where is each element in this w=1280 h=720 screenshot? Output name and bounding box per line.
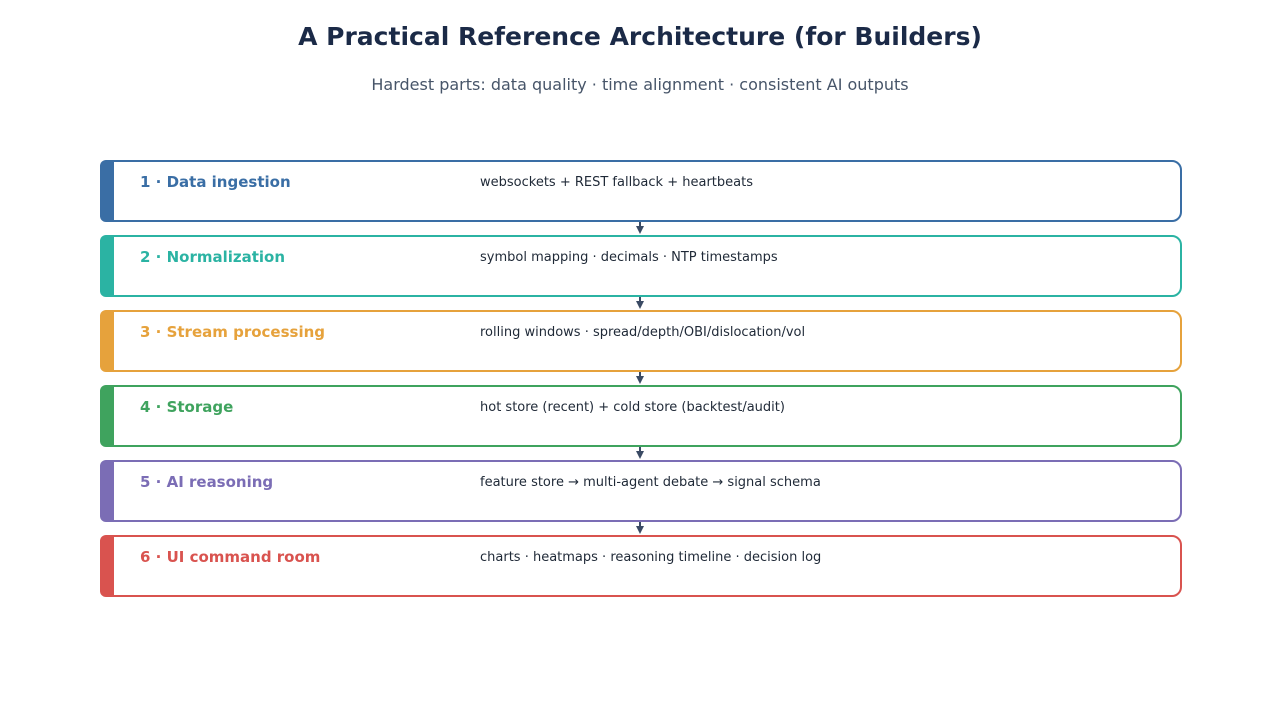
stage-description: feature store → multi-agent debate → sig… <box>480 475 821 490</box>
flow-connector <box>639 222 641 229</box>
page-title: A Practical Reference Architecture (for … <box>298 22 982 51</box>
flow-connector <box>639 297 641 304</box>
arrow-down-icon <box>636 526 644 534</box>
stage-accent-bar <box>100 310 114 372</box>
stage-accent-bar <box>100 160 114 222</box>
stage-ui-command-room: 6 · UI command room charts · heatmaps · … <box>100 535 1182 597</box>
flow-connector <box>639 372 641 379</box>
stage-storage: 4 · Storage hot store (recent) + cold st… <box>100 385 1182 447</box>
stage-description: charts · heatmaps · reasoning timeline ·… <box>480 550 822 565</box>
stage-accent-bar <box>100 385 114 447</box>
arrow-down-icon <box>636 451 644 459</box>
stage-data-ingestion: 1 · Data ingestion websockets + REST fal… <box>100 160 1182 222</box>
stage-accent-bar <box>100 235 114 297</box>
stage-label: 3 · Stream processing <box>140 323 326 341</box>
stage-label: 6 · UI command room <box>140 548 321 566</box>
stage-description: rolling windows · spread/depth/OBI/dislo… <box>480 325 806 340</box>
stage-description: websockets + REST fallback + heartbeats <box>480 175 753 190</box>
stage-label: 2 · Normalization <box>140 248 286 266</box>
stage-accent-bar <box>100 535 114 597</box>
stage-ai-reasoning: 5 · AI reasoning feature store → multi-a… <box>100 460 1182 522</box>
stage-label: 1 · Data ingestion <box>140 173 291 191</box>
arrow-down-icon <box>636 376 644 384</box>
stage-label: 4 · Storage <box>140 398 234 416</box>
stage-description: symbol mapping · decimals · NTP timestam… <box>480 250 778 265</box>
stage-stream-processing: 3 · Stream processing rolling windows · … <box>100 310 1182 372</box>
page-subtitle: Hardest parts: data quality · time align… <box>371 75 909 94</box>
arrow-down-icon <box>636 301 644 309</box>
flow-connector <box>639 522 641 529</box>
flow-connector <box>639 447 641 454</box>
arrow-down-icon <box>636 226 644 234</box>
stage-label: 5 · AI reasoning <box>140 473 274 491</box>
stage-description: hot store (recent) + cold store (backtes… <box>480 400 785 415</box>
stage-normalization: 2 · Normalization symbol mapping · decim… <box>100 235 1182 297</box>
stage-accent-bar <box>100 460 114 522</box>
